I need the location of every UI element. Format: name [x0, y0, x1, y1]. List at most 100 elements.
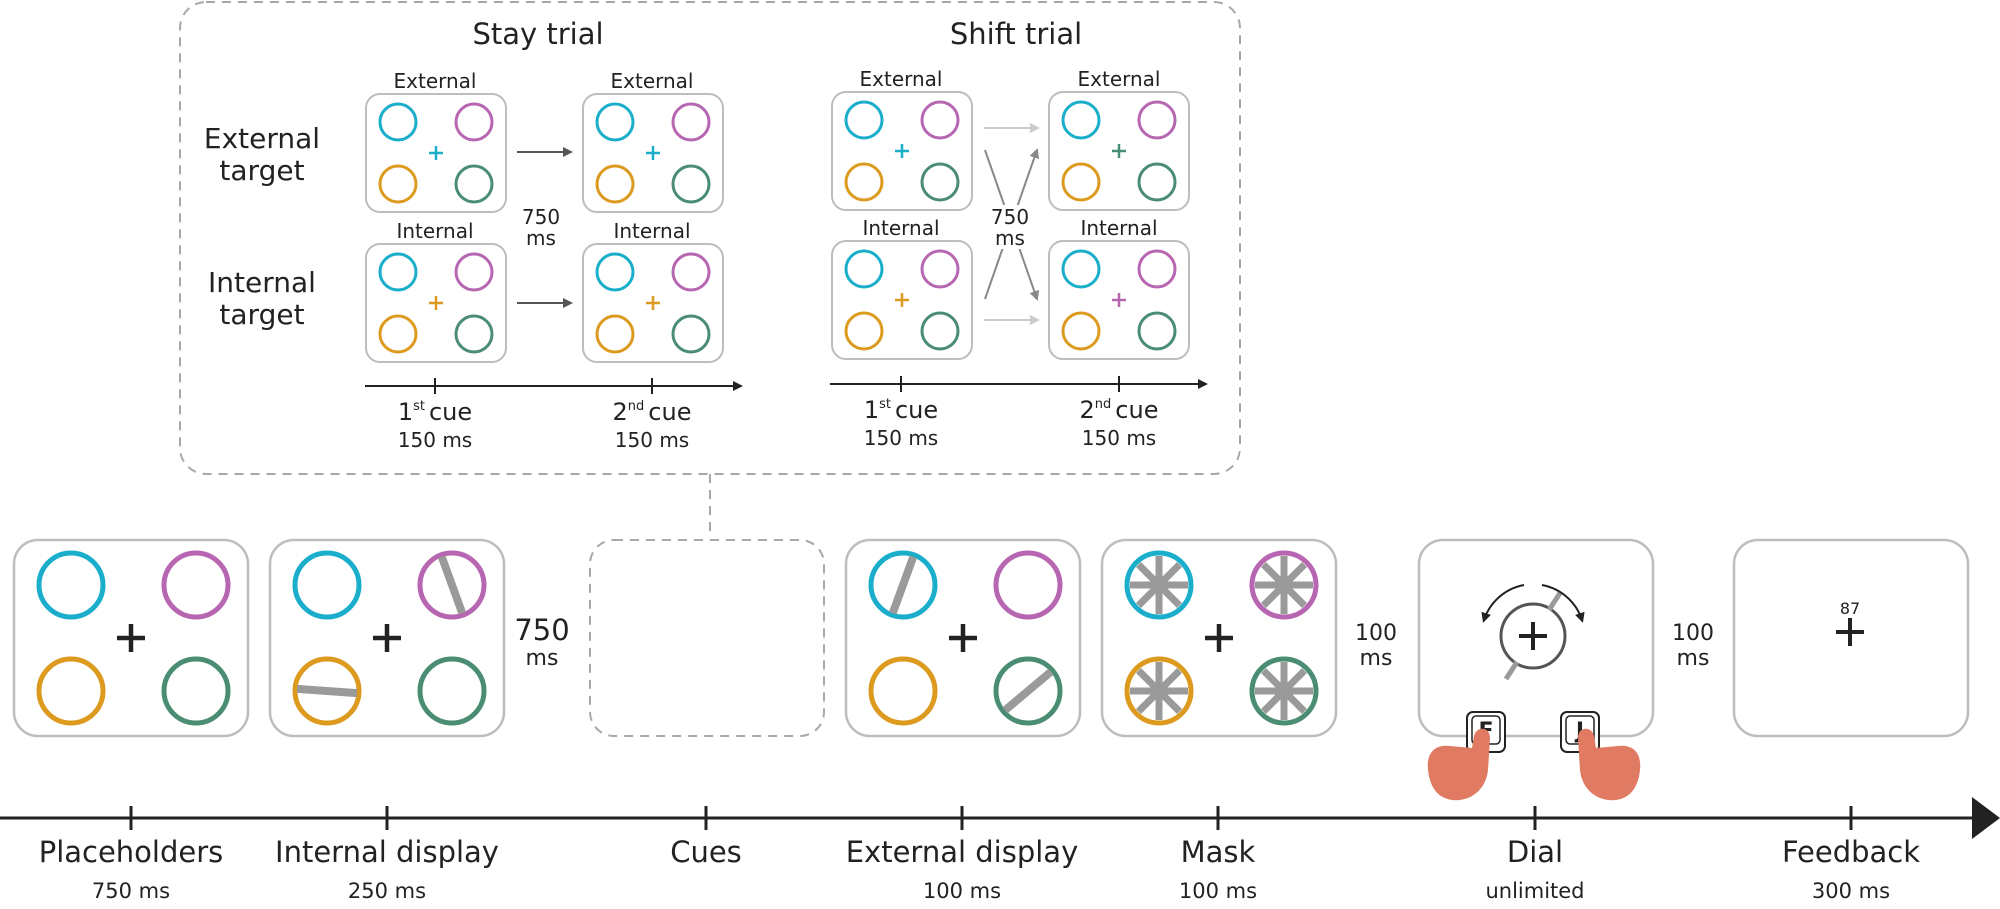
cyan-stimulus-circle — [36, 550, 106, 620]
stay-int-label-2: Internal — [613, 219, 690, 243]
cyan-stimulus-circle — [868, 550, 938, 620]
row-label-external: External — [204, 122, 320, 155]
stay-ext-box-2 — [582, 93, 724, 213]
row-label-external-2: target — [219, 154, 304, 187]
cyan-stimulus-circle — [1124, 550, 1194, 620]
mask-bar — [1261, 562, 1307, 608]
cyan-placeholder-circle — [844, 100, 884, 140]
shift-ext-label-1: External — [860, 67, 943, 91]
event-duration: 750 ms — [92, 879, 170, 903]
gap-label-2-value: 100 — [1355, 621, 1397, 646]
main-timeline: Placeholders 750 ms Internal display 250 ms… — [0, 797, 2000, 903]
green-placeholder-circle — [671, 314, 711, 354]
dial-rotate-arrow-left — [1481, 584, 1525, 623]
shift-ext-box-2 — [1048, 91, 1190, 211]
magenta-placeholder-circle — [1137, 249, 1177, 289]
event-duration: 300 ms — [1812, 879, 1890, 903]
event-name: Mask — [1181, 835, 1256, 869]
dial-rotate-arrow-right — [1541, 584, 1585, 623]
shift-int-box-1 — [831, 240, 973, 360]
right-hand-icon — [1578, 728, 1641, 801]
shift-ext-label-2: External — [1078, 67, 1161, 91]
magenta-stimulus-circle — [161, 550, 231, 620]
shift-int-label-1: Internal — [862, 216, 939, 240]
feedback-score: 87 — [1840, 599, 1860, 618]
shift-int-label-2: Internal — [1080, 216, 1157, 240]
external-display-panel — [844, 538, 1082, 738]
event-duration: 250 ms — [348, 879, 426, 903]
shift-delay-unit: ms — [995, 226, 1025, 250]
orange-placeholder-circle — [378, 164, 418, 204]
dial-needle-bottom — [1503, 660, 1520, 681]
magenta-placeholder-circle — [920, 100, 960, 140]
orientation-bar — [296, 684, 358, 698]
event-name: Internal display — [275, 835, 499, 869]
shift-trial-title: Shift trial — [950, 17, 1082, 51]
orange-placeholder-circle — [595, 164, 635, 204]
green-stimulus-circle — [993, 656, 1063, 726]
shift-ext-box-1 — [831, 91, 973, 211]
stay-ext-box-1 — [365, 93, 507, 213]
inset-panel: Stay trial Shift trial External target I… — [179, 1, 1241, 538]
green-stimulus-circle — [417, 656, 487, 726]
magenta-stimulus-circle — [1249, 550, 1319, 620]
placeholders-panel — [12, 538, 250, 738]
event-duration: unlimited — [1485, 879, 1584, 903]
event-name: Cues — [670, 835, 742, 869]
green-placeholder-circle — [454, 164, 494, 204]
orange-placeholder-circle — [844, 311, 884, 351]
magenta-placeholder-circle — [671, 102, 711, 142]
main-sequence: 750 ms 100 ms 100 ms F J — [12, 538, 1970, 801]
magenta-placeholder-circle — [1137, 100, 1177, 140]
mask-bar — [1136, 668, 1182, 714]
event-name: Feedback — [1782, 835, 1920, 869]
mask-bar — [1136, 562, 1182, 608]
orientation-bar — [888, 555, 918, 615]
orange-stimulus-circle — [292, 656, 362, 726]
svg-text:J: J — [1574, 719, 1584, 744]
green-placeholder-circle — [920, 162, 960, 202]
shift-delay-bg — [986, 205, 1034, 249]
orange-placeholder-circle — [1061, 162, 1101, 202]
shift-int-box-2 — [1048, 240, 1190, 360]
green-placeholder-circle — [1137, 311, 1177, 351]
dial-widget — [1481, 584, 1585, 681]
event-duration: 100 ms — [923, 879, 1001, 903]
cyan-placeholder-circle — [1061, 249, 1101, 289]
gap-label-3-unit: ms — [1677, 646, 1710, 671]
stay-trial-title: Stay trial — [472, 17, 603, 51]
green-placeholder-circle — [454, 314, 494, 354]
cyan-placeholder-circle — [844, 249, 884, 289]
gap-label-1-value: 750 — [514, 613, 569, 647]
stay-int-box-1 — [365, 243, 507, 363]
orange-placeholder-circle — [844, 162, 884, 202]
internal-display-panel — [268, 538, 506, 738]
mask-panel — [1100, 538, 1338, 738]
left-hand-icon — [1427, 728, 1490, 801]
orange-placeholder-circle — [378, 314, 418, 354]
magenta-placeholder-circle — [454, 102, 494, 142]
stay-second-cue-dur: 150 ms — [615, 428, 689, 452]
timeline-arrowhead — [1972, 797, 2000, 839]
shift-second-cue-dur: 150 ms — [1082, 426, 1156, 450]
cues-panel — [589, 539, 825, 737]
stay-delay-unit: ms — [526, 226, 556, 250]
cyan-stimulus-circle — [292, 550, 362, 620]
event-name: Placeholders — [39, 835, 224, 869]
shift-first-cue-dur: 150 ms — [864, 426, 938, 450]
cyan-placeholder-circle — [595, 102, 635, 142]
magenta-stimulus-circle — [417, 550, 487, 620]
gap-label-3-value: 100 — [1672, 621, 1714, 646]
mask-bar — [1261, 668, 1307, 714]
orange-placeholder-circle — [595, 314, 635, 354]
magenta-placeholder-circle — [454, 252, 494, 292]
stay-int-label-1: Internal — [396, 219, 473, 243]
green-placeholder-circle — [671, 164, 711, 204]
orientation-bar — [437, 555, 467, 615]
stay-int-box-2 — [582, 243, 724, 363]
orange-stimulus-circle — [868, 656, 938, 726]
inset-border — [179, 1, 1241, 475]
